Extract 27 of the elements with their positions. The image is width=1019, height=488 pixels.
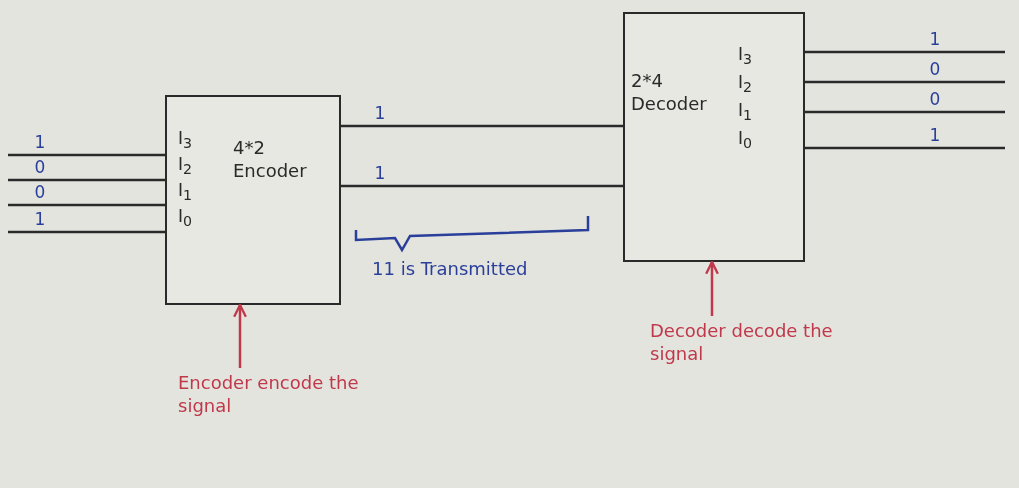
arrow bbox=[705, 260, 719, 316]
annotation-label: Decoder decode the signal bbox=[650, 320, 834, 365]
arrow bbox=[233, 303, 247, 368]
signal-line bbox=[8, 178, 165, 182]
signal-line bbox=[8, 203, 165, 207]
signal-line bbox=[805, 146, 1005, 150]
block-box bbox=[165, 95, 341, 305]
block-label: 2*4 Decoder bbox=[631, 70, 708, 115]
block-box bbox=[623, 12, 805, 262]
annotation-label: Encoder encode the signal bbox=[178, 372, 360, 417]
signal-line bbox=[341, 124, 623, 128]
block-label: 4*2 Encoder bbox=[233, 137, 308, 182]
pin-label: I$_{0}$ bbox=[178, 208, 193, 229]
pin-label: I$_{3}$ bbox=[178, 130, 193, 151]
signal-line bbox=[805, 50, 1005, 54]
pin-label: I$_{0}$ bbox=[738, 130, 753, 151]
note-text: 11 is Transmitted bbox=[372, 260, 528, 278]
pin-label: I$_{2}$ bbox=[178, 156, 193, 177]
pin-label: I$_{3}$ bbox=[738, 46, 753, 67]
pin-label: I$_{1}$ bbox=[178, 182, 193, 203]
signal-line bbox=[8, 153, 165, 157]
pin-label: I$_{2}$ bbox=[738, 74, 753, 95]
signal-line bbox=[8, 230, 165, 234]
signal-line bbox=[805, 80, 1005, 84]
signal-line bbox=[341, 184, 623, 188]
pin-label: I$_{1}$ bbox=[738, 102, 753, 123]
signal-line bbox=[805, 110, 1005, 114]
